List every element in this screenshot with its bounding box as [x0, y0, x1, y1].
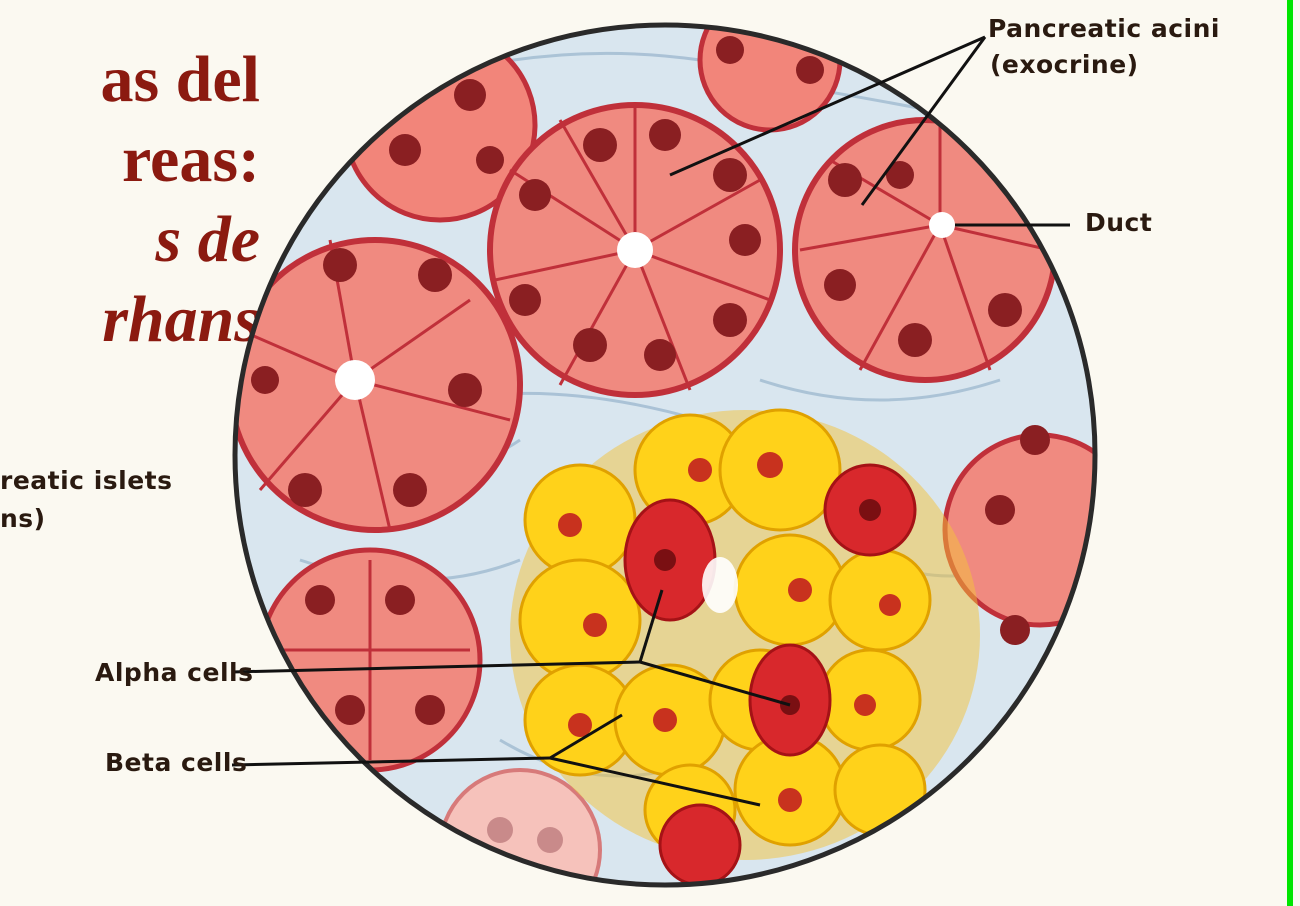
label-pancreatic-islets: reatic islets [0, 466, 173, 495]
acinus-center [490, 105, 780, 395]
green-border-line [1287, 0, 1293, 906]
acinus-bottom-left [260, 550, 480, 770]
label-islets-of-langerhans: ns) [0, 504, 46, 533]
label-alpha-cells: Alpha cells [95, 658, 253, 687]
label-pancreatic-acini: Pancreatic acini [988, 14, 1220, 43]
label-beta-cells: Beta cells [105, 748, 247, 777]
label-exocrine: (exocrine) [990, 50, 1139, 79]
acinus-right [795, 120, 1055, 380]
label-duct: Duct [1085, 208, 1152, 237]
acinus-left [230, 240, 520, 530]
